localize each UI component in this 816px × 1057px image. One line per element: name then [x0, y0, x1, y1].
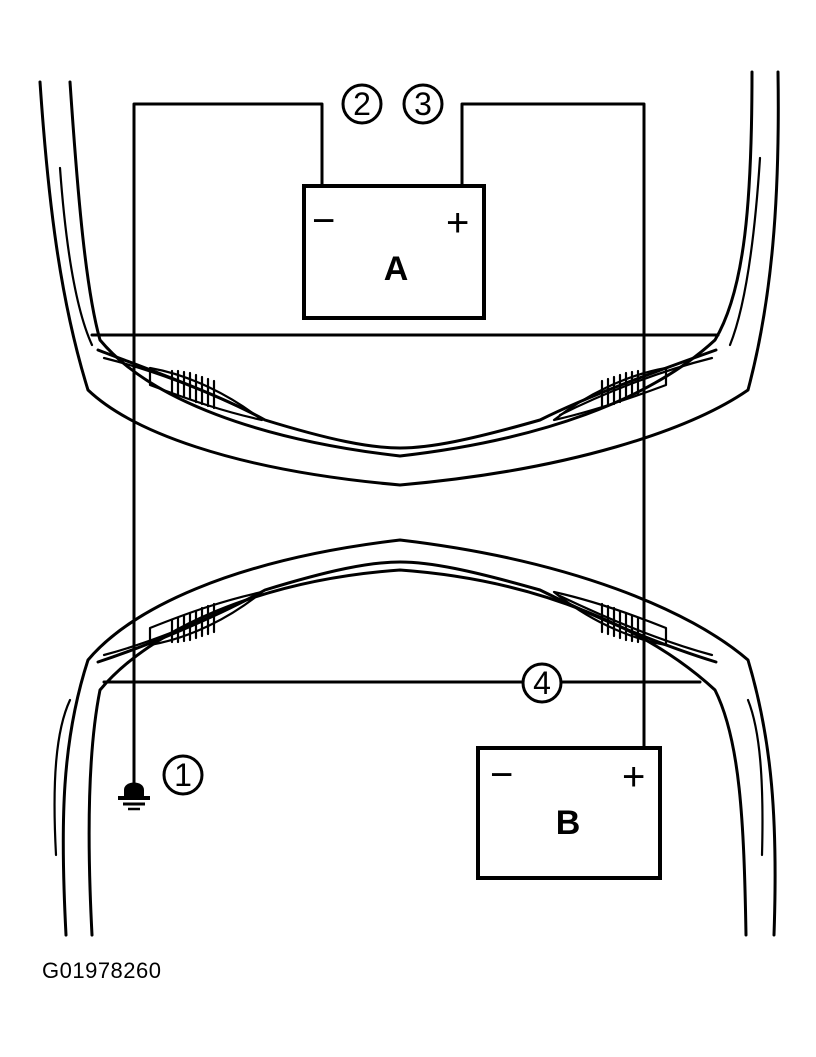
- battery-a: − + A: [302, 184, 486, 320]
- vehicle-b-outline: [53, 538, 777, 937]
- svg-text:2: 2: [353, 86, 371, 122]
- negative-cable: [132, 102, 324, 790]
- figure-code: G01978260: [42, 958, 162, 983]
- battery-b: − + B: [476, 746, 662, 880]
- vehicle-a-outline: [38, 70, 780, 487]
- battery-b-label: B: [556, 804, 581, 842]
- ground-symbol-icon: [118, 782, 150, 811]
- svg-text:3: 3: [414, 86, 432, 122]
- positive-cable: [460, 102, 646, 750]
- callout-3: 3: [402, 83, 444, 125]
- battery-b-negative-terminal: −: [490, 753, 513, 797]
- svg-text:4: 4: [533, 665, 551, 701]
- callout-2: 2: [341, 83, 383, 125]
- callout-1: 1: [162, 754, 204, 796]
- callout-4: 4: [521, 662, 563, 704]
- jumper-cables: [132, 102, 646, 790]
- battery-a-negative-terminal: −: [312, 199, 335, 243]
- svg-text:1: 1: [174, 757, 192, 793]
- battery-a-label: A: [384, 250, 409, 288]
- battery-b-positive-terminal: +: [622, 755, 645, 799]
- battery-a-positive-terminal: +: [446, 201, 469, 245]
